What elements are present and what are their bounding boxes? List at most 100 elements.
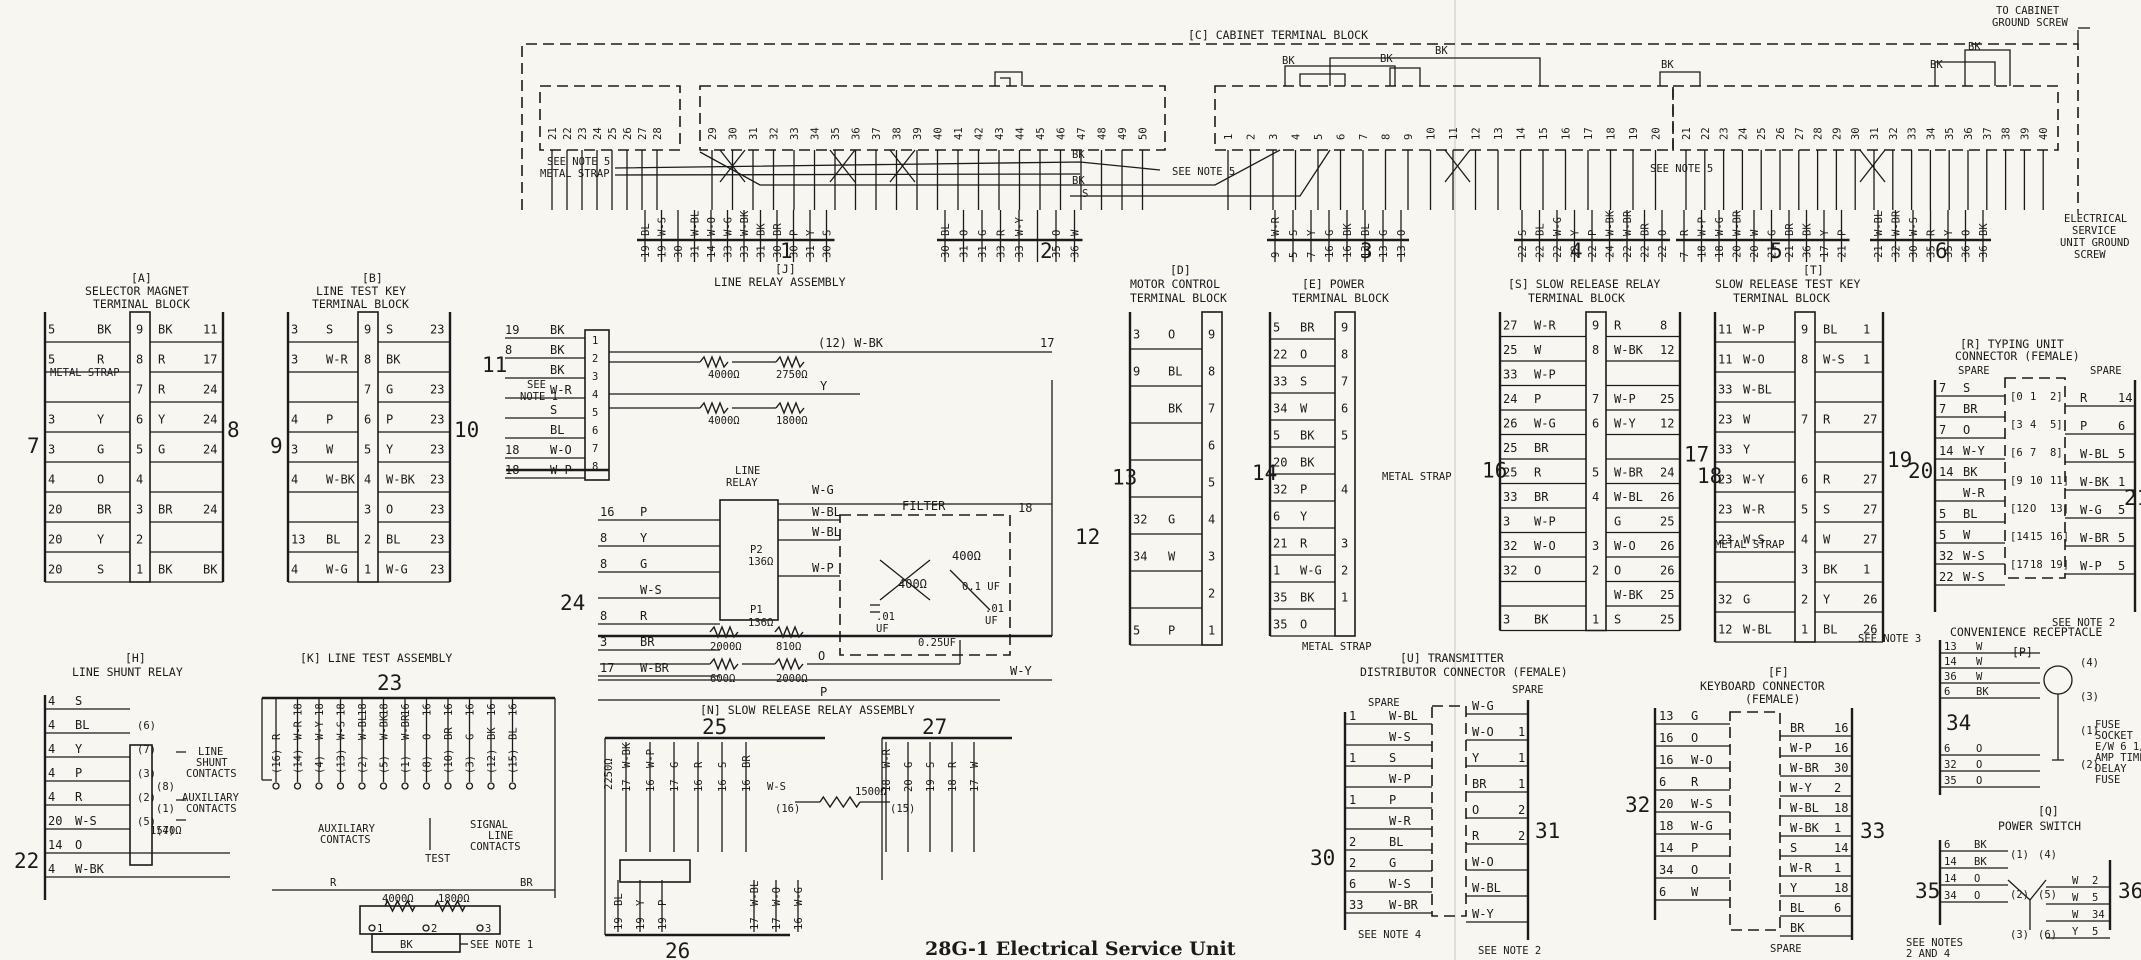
n-wire-number: 19: [925, 779, 937, 792]
s-num-left: 16: [1482, 458, 1507, 482]
a-metal-strap: METAL STRAP: [50, 367, 120, 379]
r-right-color: W-G: [2080, 503, 2102, 517]
n-wire-number: 16: [645, 779, 657, 792]
wire-number: 5: [1273, 428, 1280, 442]
r-right-number: 1: [2118, 475, 2125, 489]
wire-color: R: [1823, 413, 1831, 427]
r-pin: [12: [2010, 503, 2029, 515]
k-pin-dot: [476, 924, 484, 932]
a-num-right: 8: [227, 418, 240, 442]
k-signal-3: CONTACTS: [470, 841, 521, 853]
wire-color: W-O: [1534, 539, 1556, 553]
k-contact: [444, 782, 452, 790]
cabinet-terminal-number: 7: [1358, 134, 1370, 140]
u-right-number: 2: [1518, 829, 1525, 843]
terminal-pin: 9: [136, 323, 143, 337]
wire-number: 1: [1273, 563, 1280, 577]
j-filter: FILTER: [902, 499, 946, 513]
p-num-left: 34: [1946, 711, 1971, 735]
j-cap-01uf: 0.1 UF: [962, 581, 1000, 593]
q-right-color: W: [2072, 892, 2079, 904]
terminal-pin: 2: [1208, 587, 1215, 601]
cable-wire-number: 19: [657, 245, 669, 258]
u-right-number: 1: [1518, 751, 1525, 765]
jumper-bk-4: BK: [1661, 59, 1674, 71]
terminal-pin: 1: [136, 563, 143, 577]
r-pin: 13]: [2050, 503, 2069, 515]
k-aux: AUXILIARY: [318, 823, 376, 835]
q-right-color: W: [2072, 875, 2079, 887]
wire-color: G: [1168, 513, 1175, 527]
f-left-color: W-G: [1691, 819, 1713, 833]
cable-wire-number: 30: [1908, 245, 1920, 258]
h-wire-color: BL: [75, 718, 89, 732]
k-see-note-1: SEE NOTE 1: [470, 939, 533, 951]
f-title-2: KEYBOARD CONNECTOR: [1700, 679, 1825, 693]
cable-wire-number: 5: [1288, 252, 1300, 258]
cable-wire-number: 35: [1926, 245, 1938, 258]
wire-color: W: [1300, 401, 1308, 415]
wire-color: W-BK: [386, 473, 416, 487]
cable-wire-number: 22: [1535, 245, 1547, 258]
cable-wire-color: Y: [1819, 229, 1831, 236]
h-pin: (3): [137, 768, 156, 780]
cable-wire-number: 33: [996, 245, 1008, 258]
cable-wire-color: W-BR: [1622, 210, 1634, 236]
k-contact: [272, 782, 280, 790]
n-wire-color: BR: [741, 755, 753, 768]
cable-wire-color: W-R: [1270, 216, 1282, 236]
k-wire-number: 18: [379, 703, 391, 716]
terminal-pin: 7: [1208, 402, 1215, 416]
p-fuse-label: FUSE: [2095, 719, 2120, 731]
k-wire-color: BR: [443, 727, 455, 740]
wire-color: O: [97, 473, 104, 487]
wire-color: R: [97, 353, 105, 367]
u-right-color: BR: [1472, 777, 1487, 791]
wire-color: W-BL: [1743, 383, 1772, 397]
k-wire-pin: (1): [400, 755, 412, 774]
j-mid-number: 17: [600, 661, 614, 675]
n-res-2: 1500Ω: [855, 786, 887, 798]
a-num-left: 7: [27, 434, 40, 458]
k-contact: [336, 782, 345, 790]
f-left-color: W: [1691, 885, 1699, 899]
cabinet-terminal-number: 9: [1403, 134, 1415, 140]
wire-number: 5: [48, 323, 55, 337]
wire-color: O: [1300, 617, 1307, 631]
k-wire-color: O: [422, 734, 434, 740]
cabinet-terminal-number: 13: [1493, 127, 1505, 140]
cable-wire-color: S: [822, 230, 834, 236]
u-left-color: W-S: [1389, 730, 1411, 744]
wire-number: 3: [1133, 328, 1140, 342]
cable-wire-number: 22: [1640, 245, 1652, 258]
r-left-number: 14: [1939, 465, 1953, 479]
terminal-pin: 2: [1341, 563, 1348, 577]
terminal-pin: 1: [1341, 590, 1348, 604]
h-pin: (7): [137, 744, 156, 756]
u-title-2: DISTRIBUTOR CONNECTOR (FEMALE): [1360, 665, 1568, 679]
wire-color: Y: [1743, 443, 1751, 457]
j-res-4: 1800Ω: [776, 415, 808, 427]
q-pin: (6): [2038, 929, 2057, 941]
h-pin-right: (1): [156, 803, 175, 815]
wire-color: BK: [1300, 590, 1315, 604]
q-left-color: BK: [1974, 856, 1987, 868]
wire-number: 23: [430, 443, 444, 457]
cable-wire-number: 31: [690, 245, 702, 258]
cable-wire-number: 22: [1552, 245, 1564, 258]
t-num-left: 18: [1697, 464, 1722, 488]
f-left-color: G: [1691, 709, 1698, 723]
n-wire-color: W-P: [645, 749, 657, 768]
terminal-pin: 3: [1341, 536, 1348, 550]
cable-wire-color: Y: [1943, 229, 1955, 236]
wire-number: 4: [291, 473, 298, 487]
p-wire-number: 14: [1944, 656, 1957, 668]
cable-wire-color: BK: [1802, 223, 1814, 236]
f-left-number: 14: [1659, 841, 1673, 855]
n-wire-color: S: [925, 762, 937, 768]
k-contact: [422, 782, 431, 790]
u-right-number: 1: [1518, 777, 1525, 791]
wire-color: Y: [386, 443, 394, 457]
